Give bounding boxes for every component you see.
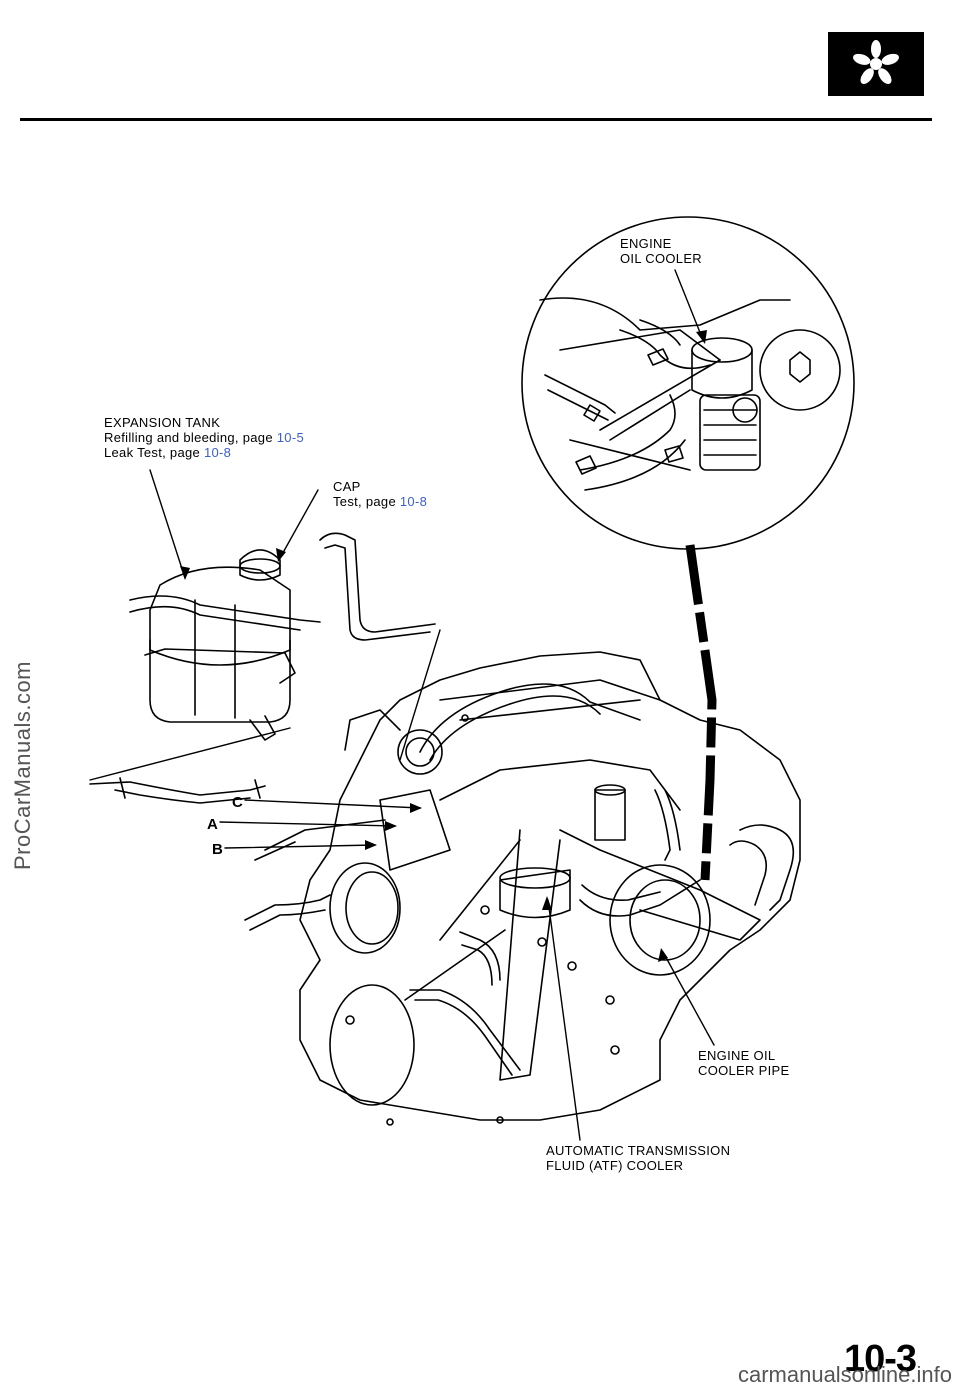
callout-b: B <box>212 841 223 858</box>
leak-test-page-link[interactable]: 10-8 <box>203 445 232 460</box>
refill-text: Refilling and bleeding, page <box>104 430 277 445</box>
cap-test-text: Test, page <box>333 494 400 509</box>
label-engine-oil-cooler-pipe: ENGINE OIL COOLER PIPE <box>698 1048 790 1078</box>
label-expansion-tank: EXPANSION TANK Refilling and bleeding, p… <box>104 415 304 460</box>
expansion-tank-drawing <box>129 549 321 741</box>
bolt-holes <box>345 714 620 1126</box>
section-badge <box>828 32 924 96</box>
lower-hose <box>89 781 266 796</box>
cap-title: CAP <box>333 479 361 494</box>
label-engine-oil-cooler: ENGINE OIL COOLER <box>620 236 702 266</box>
atf-hose-right <box>579 879 701 917</box>
callout-a: A <box>207 816 218 833</box>
cap-test-page-link[interactable]: 10-8 <box>399 494 428 509</box>
label-cap: CAP Test, page 10-8 <box>333 479 427 509</box>
transmission-body <box>299 651 801 1121</box>
header-rule <box>20 118 932 121</box>
callout-c: C <box>232 794 243 811</box>
watermark-side: ProCarManuals.com <box>10 660 35 870</box>
label-atf-cooler: AUTOMATIC TRANSMISSION FLUID (ATF) COOLE… <box>546 1143 731 1173</box>
watermark-bottom: carmanualsonline.info <box>737 1362 952 1387</box>
page-number: 10-3 <box>844 1338 917 1380</box>
detail-leader <box>685 544 717 881</box>
asterisk-icon <box>853 40 899 84</box>
refill-page-link[interactable]: 10-5 <box>276 430 305 445</box>
atf-hose-lower <box>409 989 521 1071</box>
expansion-tank-title: EXPANSION TANK <box>104 415 221 430</box>
detail-circle <box>521 216 855 550</box>
overflow-tube <box>319 532 436 633</box>
leak-test-text: Leak Test, page <box>104 445 204 460</box>
